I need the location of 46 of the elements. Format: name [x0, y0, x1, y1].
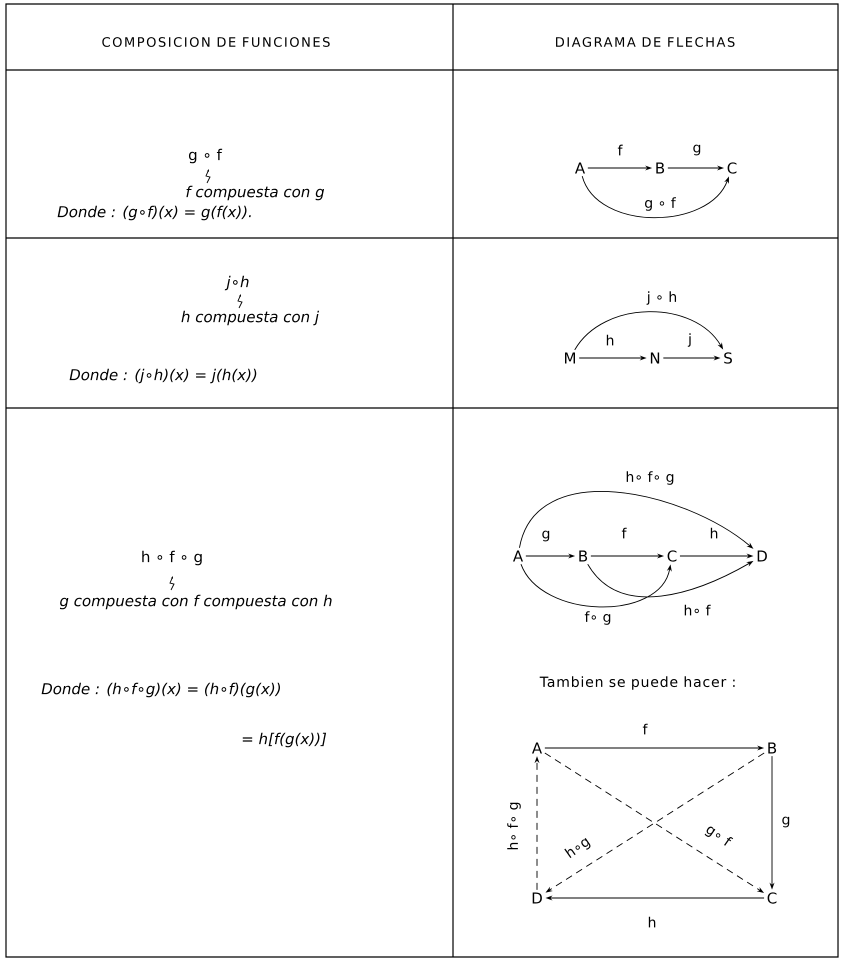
description-text: f compuesta con g [186, 186, 324, 200]
formula-text: Donde : (g∘f)(x) = g(f(x)). [58, 206, 251, 220]
formula-text: h ∘ f ∘ g [142, 550, 202, 566]
edge-label: f [641, 722, 649, 736]
formula-text: Donde : (j∘h)(x) = j(h(x)) [70, 368, 256, 384]
edge-label: h [604, 333, 616, 347]
node-letter: A [512, 550, 523, 562]
node-letter: B [768, 742, 776, 754]
edge-label: g ∘ f [642, 196, 678, 212]
edge-label: g [540, 529, 552, 543]
formula-text: = h[f(g(x))] [242, 732, 326, 748]
edge-label: f [620, 526, 628, 540]
node-letter: S [724, 352, 732, 364]
description-text: g compuesta con f compuesta con h [60, 594, 332, 610]
edge-label: h∘ f [682, 603, 712, 617]
formula-text: Donde : (h∘f∘g)(x) = (h∘f)(g(x)) [42, 682, 280, 698]
edge-label: h [708, 526, 720, 540]
column-header: DIAGRAMA DE FLECHAS [556, 37, 734, 47]
node-letter: B [579, 550, 588, 562]
edge-label: g [691, 143, 703, 157]
formula-text: j∘h [224, 276, 249, 290]
edge-label: h∘ f∘ g [624, 470, 676, 486]
description-text: h compuesta con j [182, 310, 320, 326]
node-letter: C [768, 892, 776, 904]
note-text: Tambien se puede hacer : [540, 676, 735, 690]
edge-label: g [780, 815, 792, 829]
node-letter: A [574, 162, 585, 174]
node-letter: C [668, 550, 676, 562]
node-letter: D [758, 550, 767, 562]
node-letter: A [532, 742, 542, 754]
edge-label: f [616, 143, 624, 157]
curved-arrow [582, 176, 729, 218]
edge-label: g∘ f [700, 820, 736, 852]
edge-label: h [646, 915, 658, 929]
node-letter: C [728, 162, 736, 174]
node-letter: D [532, 892, 542, 904]
edge-label: h∘ f∘ g [506, 800, 522, 852]
node-letter: B [656, 162, 664, 174]
edge-label: f∘ g [583, 610, 614, 626]
node-letter: N [650, 352, 660, 364]
formula-text: g ∘ f [188, 148, 222, 164]
edge-label: h∘g [561, 832, 595, 864]
node-letter: M [565, 352, 575, 364]
edge-label: j [686, 332, 694, 348]
column-header: COMPOSICION DE FUNCIONES [102, 37, 330, 47]
edge-label: j ∘ h [645, 290, 679, 306]
